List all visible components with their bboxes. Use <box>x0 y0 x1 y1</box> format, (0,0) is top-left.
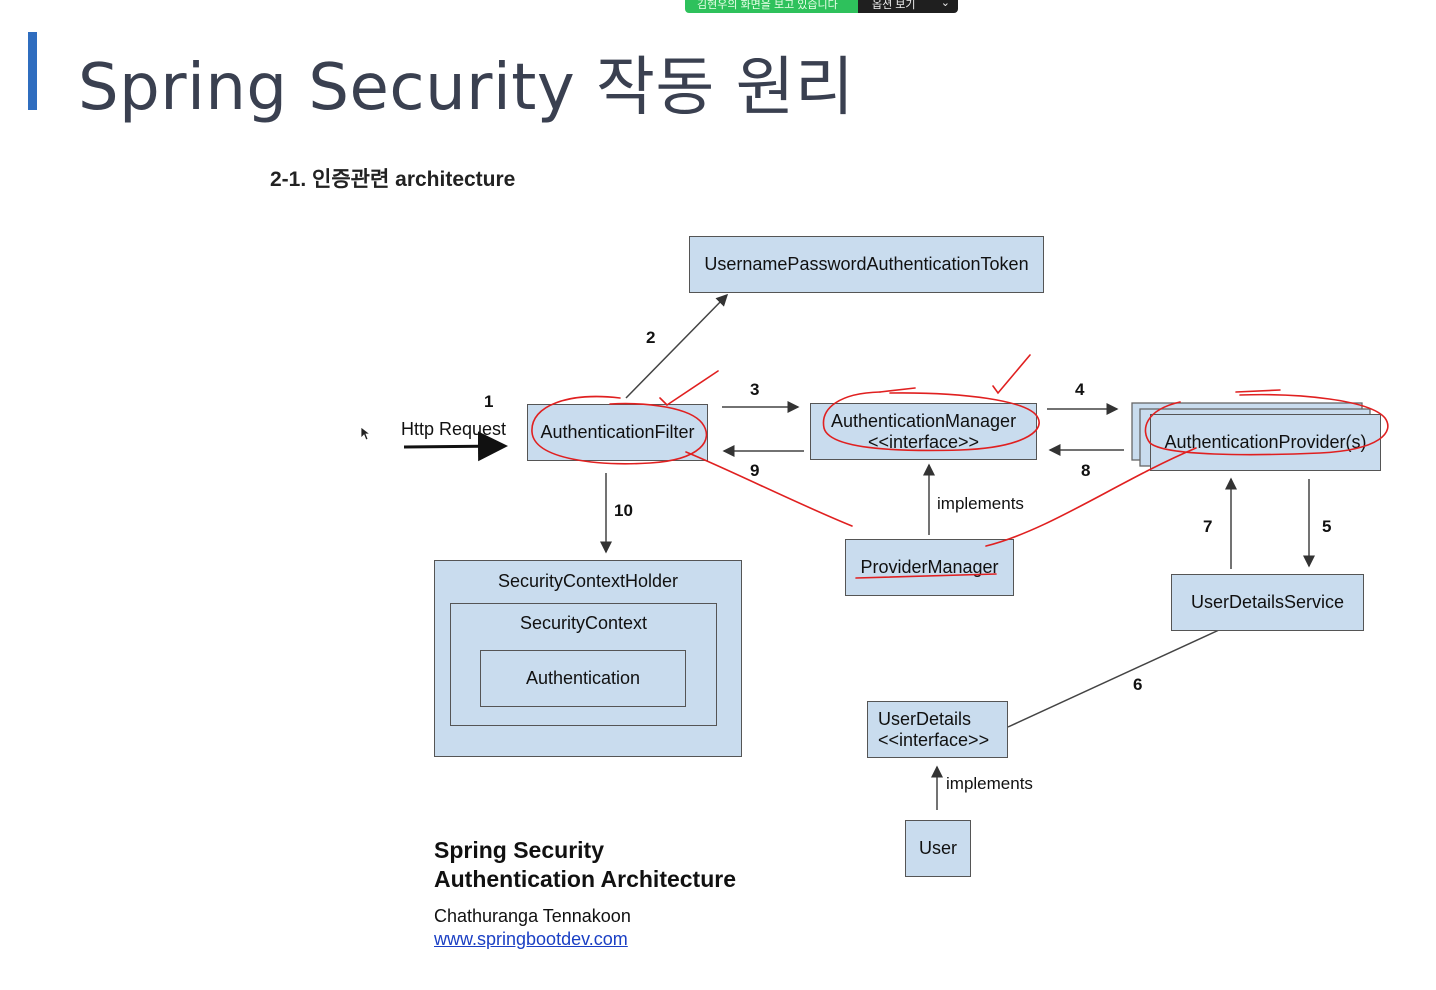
step-number: 5 <box>1322 517 1332 536</box>
authentication-provider-box: AuthenticationProvider(s) <box>1150 414 1381 471</box>
security-context-holder-box: SecurityContextHolder <box>434 560 742 757</box>
authentication-manager-stereotype: <<interface>> <box>867 431 980 452</box>
user-details-label: UserDetails <box>878 708 972 729</box>
step-number: 7 <box>1203 517 1213 536</box>
step-number: 10 <box>614 501 633 520</box>
section-subtitle: 2-1. 인증관련 architecture <box>270 168 516 191</box>
step-number: 2 <box>646 328 656 347</box>
title-accent-bar <box>28 32 37 110</box>
mouse-cursor-icon <box>360 426 372 441</box>
implements-label: implements <box>937 494 1024 513</box>
caption-title: Spring Security Authentication Architect… <box>434 836 736 894</box>
chevron-down-icon: ⌄ <box>940 0 950 9</box>
step-number: 9 <box>750 461 760 480</box>
user-box: User <box>905 820 971 877</box>
username-password-authentication-token-box: UsernamePasswordAuthenticationToken <box>689 236 1044 293</box>
step-number: 3 <box>750 380 760 399</box>
user-details-box: UserDetails <<interface>> <box>867 701 1008 758</box>
caption-link[interactable]: www.springbootdev.com <box>434 929 628 949</box>
sharing-status: 김현우의 화면을 보고 있습니다 <box>685 0 858 13</box>
http-request-label: Http Request <box>401 419 507 439</box>
implements-label: implements <box>946 774 1033 793</box>
user-details-stereotype: <<interface>> <box>878 729 990 750</box>
security-context-box: SecurityContext <box>450 603 717 726</box>
step-number: 4 <box>1075 380 1085 399</box>
step-number: 6 <box>1133 675 1143 694</box>
provider-manager-box: ProviderManager <box>845 539 1014 596</box>
authentication-manager-label: AuthenticationManager <box>830 410 1017 431</box>
view-options-button[interactable]: 옵션 보기 ⌄ <box>858 0 958 13</box>
caption-author: Chathuranga Tennakoon <box>434 906 631 926</box>
page-title: Spring Security 작동 원리 <box>78 51 855 125</box>
caption-title-line: Authentication Architecture <box>434 866 737 892</box>
authentication-box: Authentication <box>480 650 686 707</box>
view-options-label: 옵션 보기 <box>872 0 916 11</box>
user-details-service-box: UserDetailsService <box>1171 574 1364 631</box>
step-number: 1 <box>484 392 494 411</box>
security-context-holder-label: SecurityContextHolder <box>497 571 679 591</box>
caption-title-line: Spring Security <box>434 837 604 863</box>
step-number: 8 <box>1081 461 1091 480</box>
screen-share-banner: 김현우의 화면을 보고 있습니다 옵션 보기 ⌄ <box>685 0 958 13</box>
security-context-label: SecurityContext <box>519 613 648 633</box>
